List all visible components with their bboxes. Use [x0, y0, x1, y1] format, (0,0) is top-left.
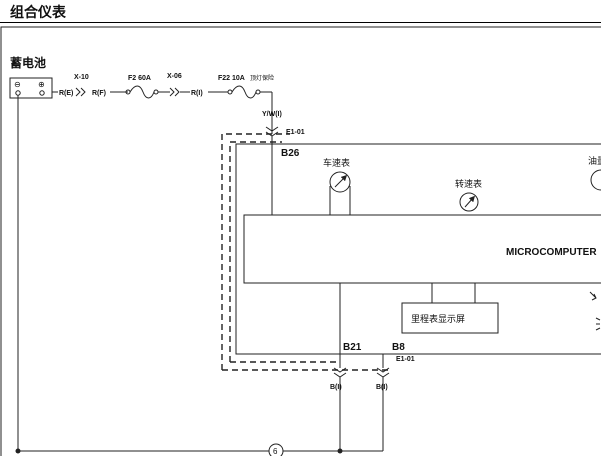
battery-plus-icon: ⊕	[38, 80, 45, 89]
shield-dashed-line	[221, 133, 290, 370]
connector-label-x10: X-10	[74, 74, 89, 81]
battery-terminal-minus	[15, 90, 21, 96]
wire-label-bi-2: B(I)	[376, 384, 388, 391]
fuse-terminal	[153, 89, 159, 95]
connector-label-e101-top: E1-01	[286, 129, 305, 136]
pin-b8: B8	[392, 342, 405, 353]
speedometer-needle	[334, 174, 348, 188]
battery-label: 蓄电池	[10, 55, 46, 70]
outer-frame	[0, 26, 601, 456]
wire-label-yw: Y/W(I)	[262, 111, 282, 118]
wire-label-bi-1: B(I)	[330, 384, 342, 391]
microcomputer-label: MICROCOMPUTER	[506, 247, 597, 258]
shield-dashed-line-bottom	[222, 361, 390, 371]
page-title: 组合仪表	[10, 5, 66, 21]
connector-label-x06: X-06	[167, 73, 182, 80]
tachometer-label: 转速表	[455, 178, 482, 190]
speedometer-icon	[329, 171, 351, 193]
indicator-lamp-icon	[589, 291, 597, 301]
indicator-light-icon	[595, 317, 601, 331]
fuse-f22-icon	[231, 85, 257, 99]
battery-symbol	[9, 77, 53, 99]
tachometer-icon	[459, 192, 479, 212]
connector-x10-icon	[75, 87, 86, 97]
odometer-display-label: 里程表显示屏	[411, 313, 465, 325]
speedometer-label: 车速表	[323, 157, 350, 169]
fuel-gauge-icon	[590, 169, 601, 191]
junction-dot	[337, 448, 343, 454]
battery-minus-icon: ⊖	[14, 80, 21, 89]
tachometer-needle	[464, 195, 475, 208]
wire-label-re: R(E)	[59, 90, 73, 97]
fuse-f22-desc: 顶灯保险	[250, 74, 274, 82]
junction-dot	[15, 448, 21, 454]
wire-label-rl: R(I)	[191, 90, 203, 97]
pin-b21: B21	[343, 342, 362, 353]
wire-label-rf: R(F)	[92, 90, 106, 97]
fuel-gauge-label: 油量	[588, 155, 601, 167]
odometer-display-box	[401, 302, 499, 334]
fuse-terminal	[255, 89, 261, 95]
pin-b26: B26	[281, 148, 300, 159]
microcomputer-box	[243, 214, 601, 284]
fuse-label-f2: F2 60A	[128, 75, 151, 82]
header-divider	[0, 22, 601, 23]
connector-label-e101-bottom: E1-01	[396, 356, 415, 363]
connector-x06-icon	[169, 87, 180, 97]
fuse-f2-icon	[129, 85, 155, 99]
connector-b21-icon	[333, 367, 347, 378]
combination-meter-box	[235, 143, 601, 355]
ground-point-label: 6	[273, 447, 278, 456]
battery-terminal-plus	[39, 90, 45, 96]
fuse-label-f22: F22 10A	[218, 75, 245, 82]
fuse-terminal	[227, 89, 233, 95]
ground-point-icon	[268, 443, 284, 456]
